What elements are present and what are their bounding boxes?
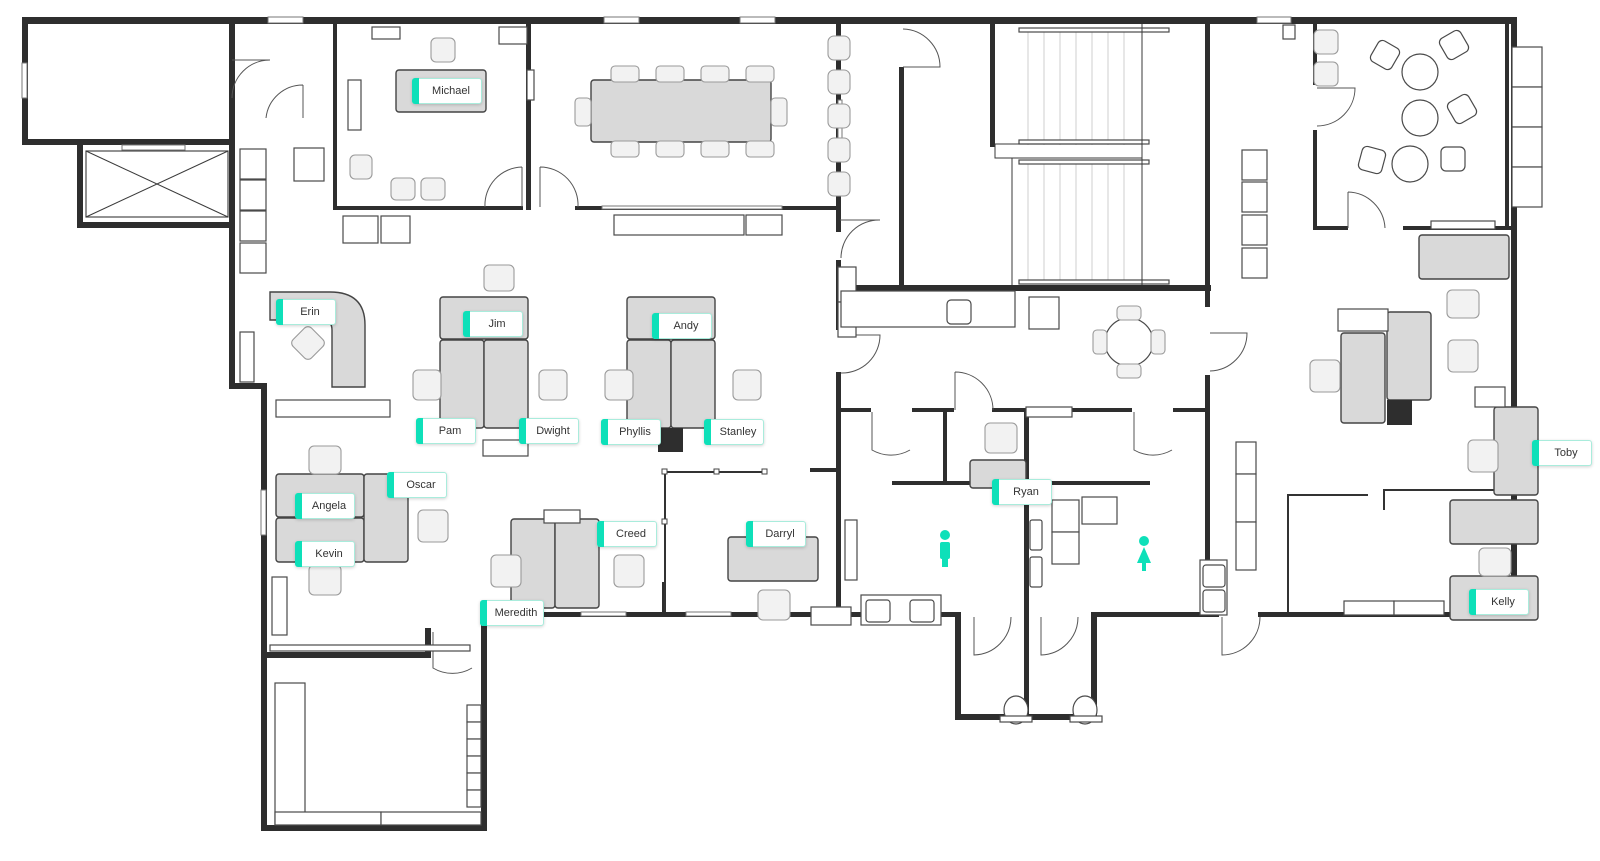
person-tag-pam[interactable]: Pam: [416, 418, 476, 444]
elevator: [85, 150, 229, 218]
male-person-icon: [940, 530, 950, 567]
person-tag-meredith[interactable]: Meredith: [480, 600, 544, 626]
person-tag-jim[interactable]: Jim: [463, 311, 523, 337]
person-tag-toby[interactable]: Toby: [1532, 440, 1592, 466]
person-tag-andy[interactable]: Andy: [652, 313, 712, 339]
person-tag-angela[interactable]: Angela: [295, 493, 355, 519]
stairs: [994, 24, 1170, 285]
person-tag-creed[interactable]: Creed: [597, 521, 657, 547]
person-tag-ryan[interactable]: Ryan: [992, 479, 1052, 505]
person-tag-kelly[interactable]: Kelly: [1469, 589, 1529, 615]
person-tag-dwight[interactable]: Dwight: [519, 418, 579, 444]
chairs: [291, 29, 1512, 621]
person-tag-darryl[interactable]: Darryl: [746, 521, 806, 547]
person-tag-phyllis[interactable]: Phyllis: [601, 419, 661, 445]
person-tag-kevin[interactable]: Kevin: [295, 541, 355, 567]
person-tag-stanley[interactable]: Stanley: [704, 419, 764, 445]
person-tag-michael[interactable]: Michael: [412, 78, 482, 104]
fixtures: [239, 24, 1543, 826]
person-tag-erin[interactable]: Erin: [276, 299, 336, 325]
female-person-icon: [1137, 536, 1151, 571]
doors: [231, 28, 1386, 674]
person-tag-oscar[interactable]: Oscar: [387, 472, 447, 498]
